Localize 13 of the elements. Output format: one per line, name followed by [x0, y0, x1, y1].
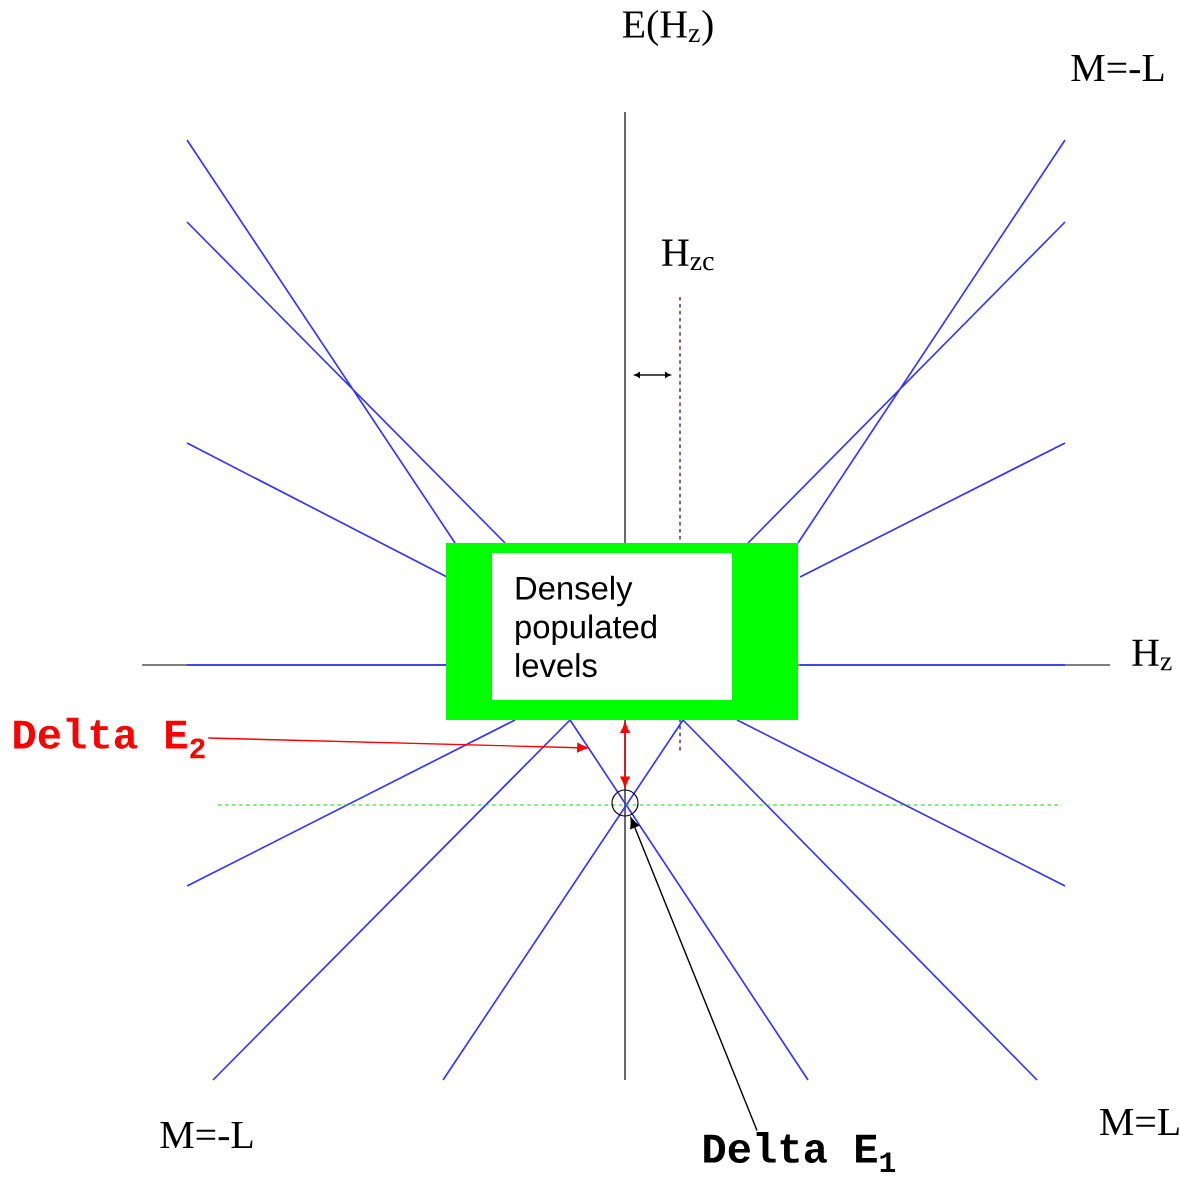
- axis-label: H$_{z}$: [1132, 639, 1172, 671]
- arrow: [630, 817, 758, 1132]
- axis-label: Delta E$_{1}$: [704, 1132, 896, 1172]
- curve-label: M=L: [1100, 1108, 1179, 1136]
- arrow: [620, 722, 630, 788]
- curve-label: M=-L: [1071, 54, 1164, 81]
- text-box: Densely populated levels: [492, 553, 732, 700]
- crossing-circle: [611, 789, 639, 817]
- axis-label: E(H$_{z}$): [622, 9, 713, 47]
- curve-label: M=-L: [160, 1121, 253, 1149]
- arrow: [207, 737, 589, 753]
- field-label: H$_{zc}$: [662, 239, 714, 271]
- axis-label: Delta E$_{2}$: [14, 717, 205, 759]
